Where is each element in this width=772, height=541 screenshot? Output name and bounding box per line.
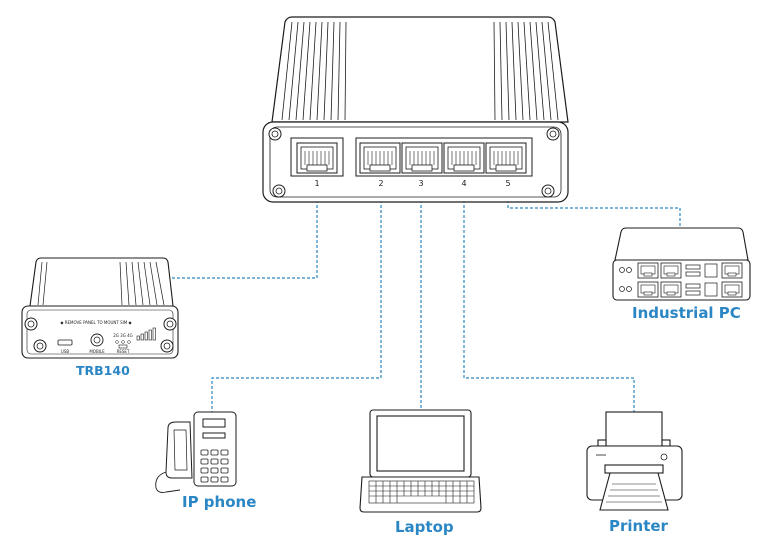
screw-icon [541,184,555,198]
reset-label: RESET [117,349,130,354]
link-port5-industrial-pc [507,190,681,228]
lan-port-icon [637,281,659,298]
ethernet-port-3 [401,142,443,174]
lan-port-icon [637,262,659,279]
screw-icon [272,184,286,198]
paper-icon [599,472,669,511]
industrial-pc-device [612,227,751,301]
lan-port-icon [660,281,682,298]
keypad-icon [200,449,229,483]
trb140-label: TRB140 [76,363,130,378]
port-number: 3 [418,179,423,188]
port-number: 4 [461,179,466,188]
laptop-label: Laptop [395,518,454,536]
screw-icon [546,127,560,141]
port-number: 5 [505,179,510,188]
port-number: 1 [314,179,319,188]
ethernet-port-2 [359,142,401,174]
usb-port-icon [57,339,73,346]
laptop-device [359,409,482,513]
handset-icon [165,421,193,479]
port-number: 2 [378,179,383,188]
screw-icon [33,339,47,353]
ethernet-port-4 [443,142,485,174]
keyboard-icon [368,480,475,504]
lan-port-icon [660,262,682,279]
switch-fins-left [281,21,347,121]
screw-icon [163,317,177,331]
led-labels: 2G 3G 4G [113,333,132,338]
switch-fins-right [493,21,559,121]
trb140-device: ◆ REMOVE PANEL TO MOUNT SIM ◆ USB MOBILE… [21,257,179,359]
lan-port-icon [721,281,743,298]
industrial-pc-label: Industrial PC [632,304,741,322]
status-leds-icon [115,340,131,344]
screw-icon [268,127,282,141]
link-port4-printer [463,190,635,412]
screw-icon [160,339,174,353]
ip-phone-label: IP phone [182,493,257,511]
mobile-label: MOBILE [89,349,105,354]
link-port2-ip-phone [211,190,382,412]
trb140-panel-text: ◆ REMOVE PANEL TO MOUNT SIM ◆ [60,320,132,325]
usb-ports-icon [685,263,718,297]
ethernet-port-5 [485,142,527,174]
reset-button-icon [118,344,128,349]
connection-lines [168,190,681,412]
lan-port-icon [721,262,743,279]
printer-device [586,411,683,511]
ip-phone-device [155,411,237,493]
switch-body-top [271,16,569,123]
usb-label: USB [61,349,69,354]
switch: 1 2 3 4 5 [262,16,569,203]
screw-icon [24,317,38,331]
link-port1-trb140 [168,190,318,279]
signal-strength-icon [136,327,156,341]
printer-label: Printer [609,517,668,535]
ethernet-port-1 [296,142,338,174]
